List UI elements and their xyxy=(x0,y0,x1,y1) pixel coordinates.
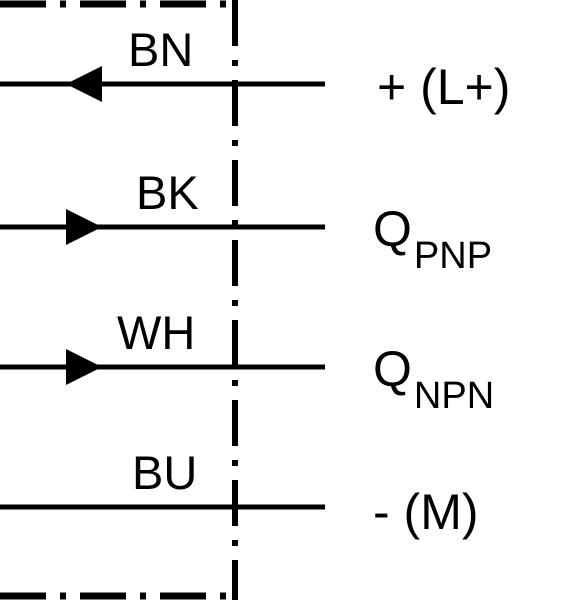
wire-bk: BK QPNP xyxy=(0,166,492,277)
wire-wh-signal-main: Q xyxy=(373,341,412,397)
wire-wh-code: WH xyxy=(117,306,195,359)
wire-wh-signal-sub: NPN xyxy=(414,375,494,417)
wire-bk-code: BK xyxy=(136,166,199,219)
wire-bk-signal-sub: PNP xyxy=(414,235,492,277)
arrow-right-icon xyxy=(66,349,102,385)
wire-bu-signal: - (M) xyxy=(373,484,479,540)
wire-bk-signal-main: Q xyxy=(373,201,412,257)
wire-wh-signal: QNPN xyxy=(373,341,494,417)
wire-bu-code: BU xyxy=(132,446,197,499)
wire-bn-signal: + (L+) xyxy=(377,59,510,115)
wire-bu: BU - (M) xyxy=(0,446,479,540)
wire-bn: BN + (L+) xyxy=(0,23,510,115)
wire-wh: WH QNPN xyxy=(0,306,494,417)
wire-bn-code: BN xyxy=(128,23,193,76)
arrow-left-icon xyxy=(66,66,102,102)
arrow-right-icon xyxy=(66,209,102,245)
wire-bk-signal: QPNP xyxy=(373,201,492,277)
